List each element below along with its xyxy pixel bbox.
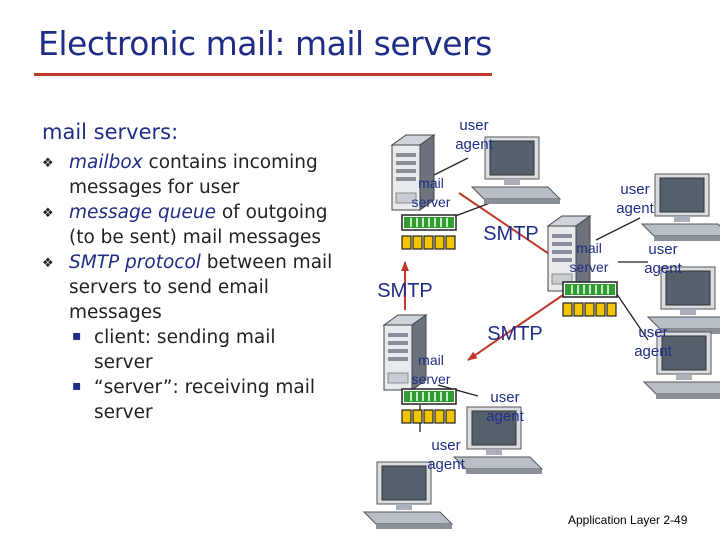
bullet-mailbox: ❖ mailbox contains incoming messages for… — [42, 150, 352, 200]
slide-title: Electronic mail: mail servers — [38, 24, 492, 63]
term-message-queue: message queue — [69, 202, 216, 223]
bullet-mark-icon: ❖ — [42, 206, 54, 221]
sub-bullet-server: ▪ “server”: receiving mail server — [42, 375, 352, 425]
bullet-text: (to be sent) mail messages — [69, 227, 322, 248]
subheading: mail servers: — [42, 120, 179, 144]
smtp-label-top: SMTP — [483, 223, 539, 245]
smtp-arrow-top — [458, 192, 562, 263]
queue-mailbox-icon — [401, 214, 457, 250]
square-bullet-icon: ▪ — [72, 328, 82, 344]
sub-bullet-text: “server”: receiving mail — [94, 377, 315, 398]
bullet-text: messages for user — [69, 177, 240, 198]
bullet-mark-icon: ❖ — [42, 156, 54, 171]
queue-mailbox-icon — [401, 388, 457, 424]
bullet-mark-icon: ❖ — [42, 256, 54, 271]
sub-bullet-client: ▪ client: sending mail server — [42, 325, 352, 375]
sub-bullet-text: client: sending mail — [94, 327, 276, 348]
bullet-text: servers to send email — [69, 277, 269, 298]
bullet-list: ❖ mailbox contains incoming messages for… — [42, 150, 352, 425]
bullet-text: of outgoing — [215, 202, 328, 223]
square-bullet-icon: ▪ — [72, 378, 82, 394]
sub-bullet-text: server — [94, 352, 153, 373]
bullet-text: contains incoming — [142, 152, 318, 173]
smtp-label-left: SMTP — [377, 280, 433, 302]
smtp-arrow-right — [467, 294, 564, 361]
bullet-text: between mail — [200, 252, 333, 273]
bullet-text: messages — [69, 302, 162, 323]
bullet-message-queue: ❖ message queue of outgoing (to be sent)… — [42, 200, 352, 250]
smtp-label-right: SMTP — [487, 323, 543, 345]
term-mailbox: mailbox — [69, 152, 143, 173]
title-underline — [34, 73, 492, 76]
term-smtp-protocol: SMTP protocol — [69, 252, 201, 273]
slide-footer: Application Layer 2-49 — [568, 513, 688, 527]
sub-bullet-text: server — [94, 402, 153, 423]
queue-mailbox-icon — [562, 281, 618, 317]
bullet-smtp: ❖ SMTP protocol between mail servers to … — [42, 250, 352, 325]
